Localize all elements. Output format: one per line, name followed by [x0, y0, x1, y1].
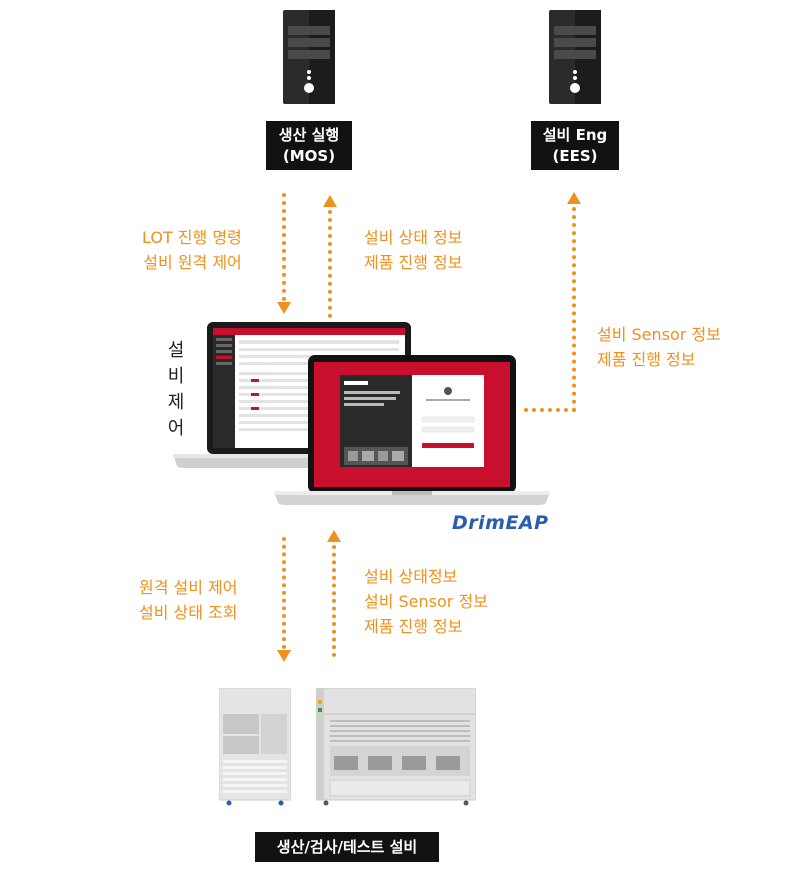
server-ees-icon	[549, 10, 601, 104]
production-machine-icon	[316, 688, 476, 806]
server-ees-label-line1: 설비 Eng	[542, 126, 608, 144]
side-char-1: 설	[167, 340, 185, 361]
test-cabinet-icon	[219, 688, 291, 806]
drimeap-brand-logo: DrimEAP	[452, 512, 549, 534]
ees-up-arrow-line	[572, 207, 576, 412]
equip-up-arrow-line	[332, 545, 336, 657]
ees-up-text-line1: 설비 Sensor 정보	[597, 325, 721, 344]
server-ees-label-line2: (EES)	[552, 147, 598, 165]
ees-up-text-line2: 제품 진행 정보	[597, 350, 696, 369]
equip-up-text-line1: 설비 상태정보	[364, 567, 458, 586]
mos-up-text: 설비 상태 정보 제품 진행 정보	[364, 225, 463, 275]
ees-up-text: 설비 Sensor 정보 제품 진행 정보	[597, 322, 721, 372]
equip-up-arrowhead	[327, 530, 341, 542]
ees-horizontal-connector	[524, 408, 576, 412]
mos-up-arrow-line	[328, 210, 332, 318]
equip-down-text: 원격 설비 제어 설비 상태 조회	[139, 575, 238, 625]
equip-down-arrow-line	[282, 537, 286, 649]
server-mos-label: 생산 실행 (MOS)	[266, 121, 352, 170]
server-mos-label-line1: 생산 실행	[278, 126, 340, 144]
mos-up-text-line2: 제품 진행 정보	[364, 253, 463, 272]
mos-down-text: LOT 진행 명령 설비 원격 제어	[142, 225, 242, 275]
equip-down-arrowhead	[277, 650, 291, 662]
side-char-3: 제	[167, 392, 185, 413]
server-ees-label: 설비 Eng (EES)	[531, 121, 619, 170]
side-char-4: 어	[167, 418, 185, 439]
mos-up-arrowhead	[323, 195, 337, 207]
mos-up-text-line1: 설비 상태 정보	[364, 228, 463, 247]
equip-up-text-line3: 제품 진행 정보	[364, 617, 463, 636]
mos-down-arrowhead	[277, 302, 291, 314]
mos-down-arrow-line	[282, 193, 286, 301]
mos-down-text-line2: 설비 원격 제어	[143, 253, 242, 272]
equip-down-text-line1: 원격 설비 제어	[139, 578, 238, 597]
equip-down-text-line2: 설비 상태 조회	[139, 603, 238, 622]
equipment-control-vertical-label: 설 비 제 어	[166, 338, 186, 442]
server-mos-label-line2: (MOS)	[282, 147, 336, 165]
side-char-2: 비	[167, 366, 185, 387]
equip-up-text: 설비 상태정보 설비 Sensor 정보 제품 진행 정보	[364, 564, 488, 639]
laptop-front-login	[274, 355, 550, 505]
equipment-label: 생산/검사/테스트 설비	[255, 832, 439, 862]
ees-up-arrowhead	[567, 192, 581, 204]
equip-up-text-line2: 설비 Sensor 정보	[364, 592, 488, 611]
mos-down-text-line1: LOT 진행 명령	[142, 228, 242, 247]
server-mos-icon	[283, 10, 335, 104]
